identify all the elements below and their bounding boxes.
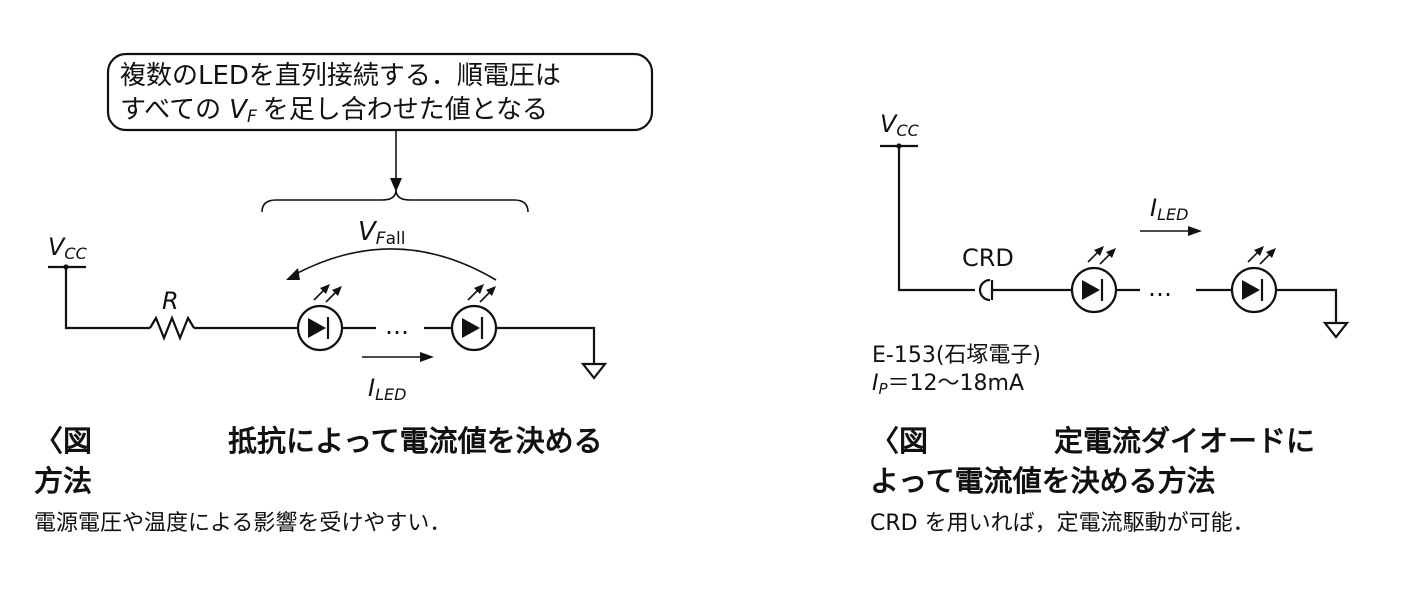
figure-title-prefix: 〈図 <box>34 424 92 458</box>
led-2 <box>1230 246 1278 314</box>
wire-led2-to-gnd <box>1276 288 1338 323</box>
ellipsis: … <box>1148 274 1172 302</box>
figure-title: 定電流ダイオードに <box>1054 424 1315 458</box>
ellipsis: … <box>385 312 409 340</box>
iled-arrow-head <box>420 352 434 362</box>
wire-vcc-to-r <box>64 267 150 330</box>
led-1 <box>296 284 344 352</box>
figure-title-prefix: 〈図 <box>870 424 928 458</box>
resistor-symbol <box>149 315 195 341</box>
brace <box>261 189 529 213</box>
callout-box <box>106 52 654 132</box>
right-circuit: VCC CRD … <box>870 110 1350 536</box>
iled-label: ILED <box>1150 194 1188 224</box>
vfall-arc <box>291 248 497 281</box>
vfall-label: VFall <box>358 217 405 249</box>
ground-symbol <box>1322 321 1350 339</box>
part-note: E-153(石塚電子) <box>872 343 1041 368</box>
crd-label: CRD <box>962 244 1014 272</box>
ip-note: IP＝12〜18mA <box>872 371 1024 398</box>
vcc-label: VCC <box>48 233 88 263</box>
wire-vcc-to-crd <box>897 146 975 292</box>
callout-pointer-head <box>390 178 402 192</box>
figure-caption: CRD を用いれば，定電流駆動が可能． <box>870 511 1255 536</box>
ground-symbol <box>580 362 608 380</box>
led-1 <box>1070 246 1118 314</box>
callout-line1: 複数のLEDを直列接続する．順電圧は <box>120 61 561 91</box>
led-2 <box>450 284 498 352</box>
wire-led2-to-gnd <box>496 326 596 364</box>
crd-symbol-arc <box>978 278 991 302</box>
figure-caption: 電源電圧や温度による影響を受けやすい． <box>34 511 451 536</box>
figure-title-line2: 方法 <box>34 464 92 498</box>
figure-title-line2: よって電流値を決める方法 <box>870 464 1216 498</box>
vcc-label: VCC <box>880 110 920 140</box>
iled-label: ILED <box>368 374 406 404</box>
iled-arrow-head <box>1188 226 1202 236</box>
vfall-arrow-head <box>286 268 300 280</box>
figure-title: 抵抗によって電流値を決める <box>228 424 603 458</box>
resistor-label: R <box>162 287 179 315</box>
